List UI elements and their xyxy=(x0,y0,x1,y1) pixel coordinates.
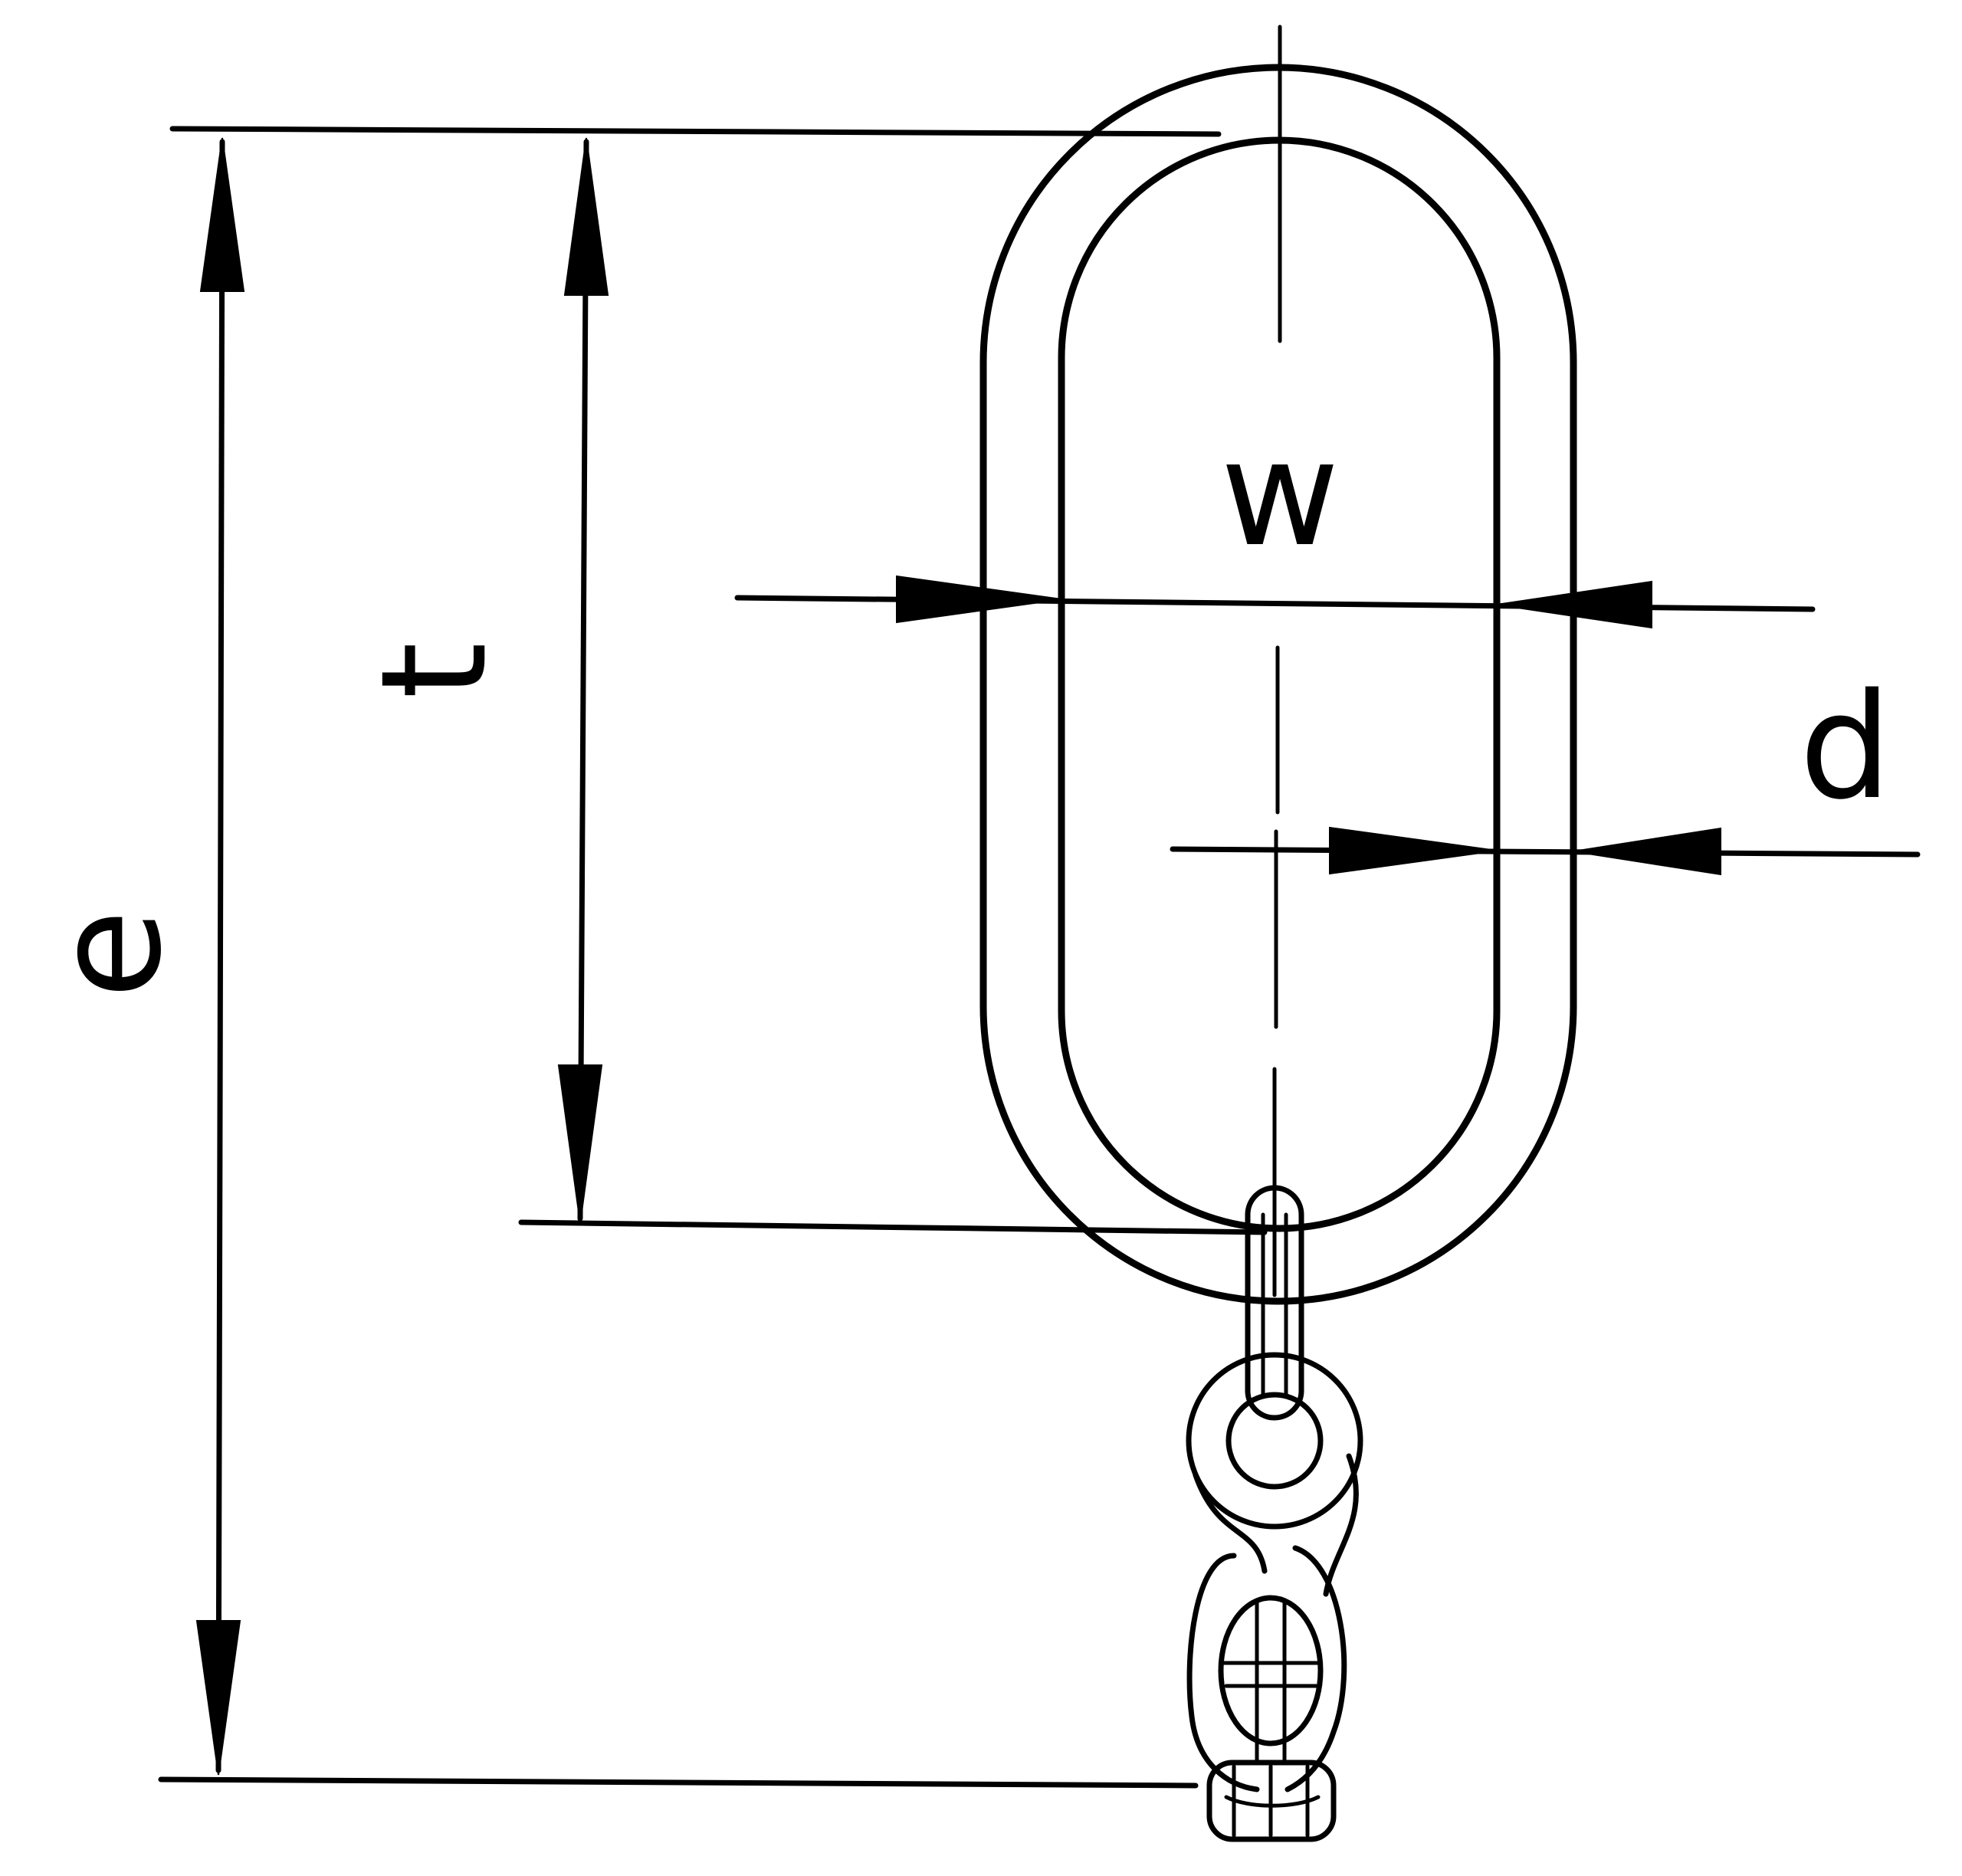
connector-eye xyxy=(1186,1352,1363,1597)
extension-line-bottom xyxy=(158,1776,1199,1789)
label-e: e xyxy=(24,910,193,999)
dimension-d-arrow-left xyxy=(1329,826,1498,875)
intermediate-link xyxy=(1245,1185,1304,1421)
dimension-e xyxy=(195,137,245,1776)
dimension-w-arrow-left xyxy=(896,575,1062,624)
hook-body xyxy=(1186,1545,1347,1842)
dimension-t-arrow-bottom xyxy=(557,1064,603,1224)
dimension-t-arrow-top xyxy=(563,137,609,296)
extension-line-top xyxy=(169,126,1222,137)
dimension-d xyxy=(1170,826,1921,876)
dimension-t xyxy=(557,137,609,1224)
dimension-w xyxy=(734,575,1816,629)
dimension-e-arrow-top xyxy=(199,137,245,292)
extension-line-inner-bottom xyxy=(518,1219,1268,1235)
label-d: d xyxy=(1800,662,1892,831)
label-t: t xyxy=(349,642,519,700)
centerline xyxy=(1272,25,1282,1297)
label-w: w xyxy=(1220,409,1339,579)
dimension-e-arrow-bottom xyxy=(195,1620,241,1776)
dimension-d-arrow-right xyxy=(1573,827,1721,876)
dimension-w-arrow-right xyxy=(1496,580,1652,629)
